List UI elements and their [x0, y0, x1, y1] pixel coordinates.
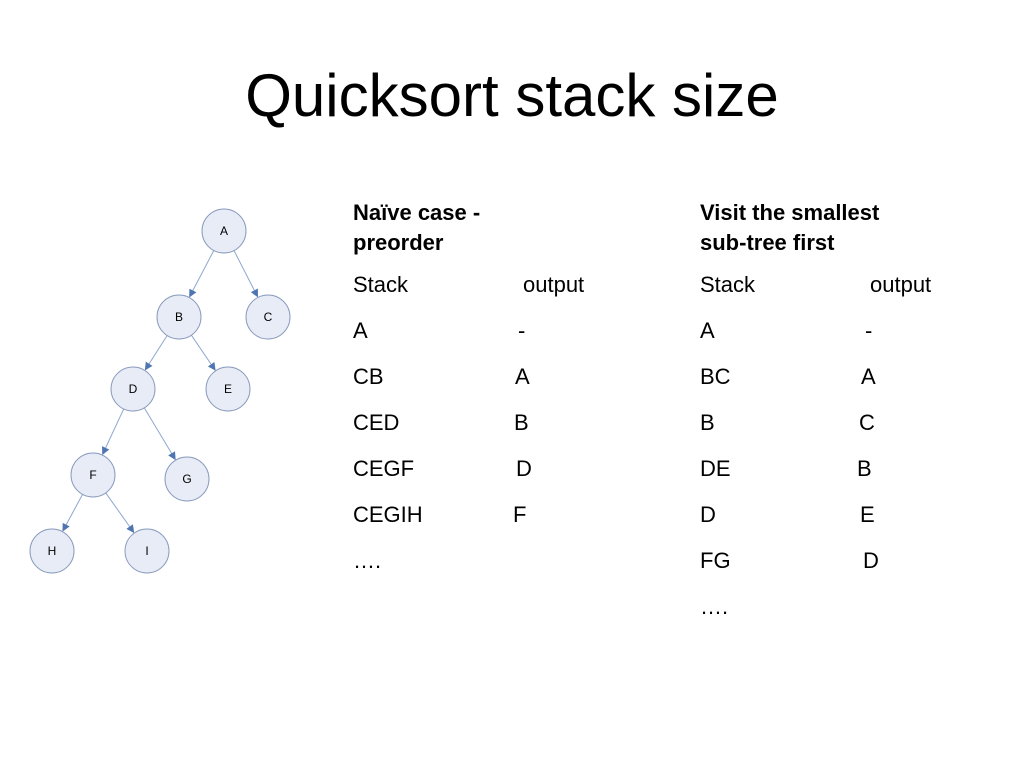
naive-stack-cell: CEGIH: [353, 502, 423, 527]
naive-heading-line-1: Naïve case -: [353, 200, 481, 225]
tree-node-h: H: [29, 528, 75, 574]
tree-edges: [62, 250, 258, 534]
tree-edge-f-h: [62, 494, 83, 532]
tree-node-g: G: [164, 456, 210, 502]
smallest-stack-cell: B: [700, 410, 715, 435]
naive-output-cell: B: [514, 410, 529, 435]
tree-node-circle: [245, 294, 291, 340]
naive-row: CEGF D: [353, 446, 653, 492]
naive-heading-line-2: preorder: [353, 230, 444, 255]
smallest-row: FG D: [700, 538, 1000, 584]
smallest-row: A -: [700, 308, 1000, 354]
tree-node-label: E: [224, 382, 232, 396]
tree-node-label: G: [182, 472, 191, 486]
tree-node-f: F: [70, 452, 116, 498]
smallest-heading-line-1: Visit the smallest: [700, 200, 880, 225]
naive-stack-cell: ….: [353, 548, 382, 573]
naive-stack-header: Stack: [353, 272, 409, 297]
naive-case-column: Naïve case - preorder Stack output A - C…: [353, 198, 653, 584]
naive-output-cell: A: [515, 364, 530, 389]
smallest-output-cell: D: [863, 548, 879, 573]
smallest-row: ….: [700, 584, 1000, 630]
smallest-header-row: Stack output: [700, 262, 1000, 308]
tree-node-d: D: [110, 366, 156, 412]
smallest-output-cell: -: [865, 318, 873, 343]
smallest-subtree-heading: Visit the smallest sub-tree first: [700, 198, 1000, 258]
smallest-output-cell: B: [857, 456, 872, 481]
tree-node-circle: [201, 208, 247, 254]
slide-title: Quicksort stack size: [245, 62, 779, 129]
naive-stack-cell: CED: [353, 410, 400, 435]
smallest-heading-line-2: sub-tree first: [700, 230, 835, 255]
smallest-stack-cell: BC: [700, 364, 731, 389]
smallest-stack-cell: FG: [700, 548, 731, 573]
tree-node-label: H: [48, 544, 57, 558]
tree-node-e: E: [205, 366, 251, 412]
smallest-stack-cell: DE: [700, 456, 731, 481]
naive-row: CED B: [353, 400, 653, 446]
smallest-output-header: output: [870, 272, 932, 297]
tree-nodes: A B C D E F G H I: [29, 208, 291, 574]
naive-case-heading: Naïve case - preorder: [353, 198, 653, 258]
smallest-row: BC A: [700, 354, 1000, 400]
naive-row: CB A: [353, 354, 653, 400]
smallest-stack-cell: ….: [700, 594, 729, 619]
smallest-stack-cell: A: [700, 318, 715, 343]
tree-node-label: A: [220, 224, 228, 238]
tree-edge-f-i: [105, 492, 135, 534]
tree-node-b: B: [156, 294, 202, 340]
tree-node-i: I: [124, 528, 170, 574]
tree-node-circle: [124, 528, 170, 574]
tree-edge-b-e: [190, 334, 216, 371]
smallest-output-cell: C: [859, 410, 875, 435]
tree-edge-b-d: [144, 335, 168, 371]
naive-header-row: Stack output: [353, 262, 653, 308]
tree-node-a: A: [201, 208, 247, 254]
naive-output-cell: D: [516, 456, 532, 481]
smallest-output-cell: E: [860, 502, 875, 527]
naive-output-cell: F: [513, 502, 527, 527]
tree-edge-d-g: [143, 407, 176, 461]
tree-edge-d-f: [102, 408, 125, 456]
tree-node-label: D: [129, 382, 138, 396]
tree-node-circle: [110, 366, 156, 412]
naive-output-header: output: [523, 272, 585, 297]
tree-node-c: C: [245, 294, 291, 340]
smallest-stack-cell: D: [700, 502, 716, 527]
binary-tree-diagram: A B C D E F G H I: [29, 208, 291, 574]
smallest-row: D E: [700, 492, 1000, 538]
smallest-row: B C: [700, 400, 1000, 446]
naive-row: A -: [353, 308, 653, 354]
smallest-row: DE B: [700, 446, 1000, 492]
naive-row: ….: [353, 538, 653, 584]
tree-node-label: C: [264, 310, 273, 324]
tree-node-label: I: [145, 544, 148, 558]
tree-edge-a-c: [233, 250, 258, 298]
tree-node-circle: [164, 456, 210, 502]
naive-stack-cell: A: [353, 318, 368, 343]
naive-row: CEGIH F: [353, 492, 653, 538]
tree-node-circle: [205, 366, 251, 412]
smallest-stack-header: Stack: [700, 272, 756, 297]
smallest-output-cell: A: [861, 364, 876, 389]
tree-node-circle: [70, 452, 116, 498]
tree-node-circle: [156, 294, 202, 340]
naive-stack-cell: CEGF: [353, 456, 415, 481]
naive-stack-cell: CB: [353, 364, 384, 389]
tree-node-label: F: [89, 468, 96, 482]
smallest-subtree-column: Visit the smallest sub-tree first Stack …: [700, 198, 1000, 630]
tree-edge-a-b: [189, 250, 215, 298]
tree-node-circle: [29, 528, 75, 574]
tree-node-label: B: [175, 310, 183, 324]
naive-output-cell: -: [518, 318, 526, 343]
